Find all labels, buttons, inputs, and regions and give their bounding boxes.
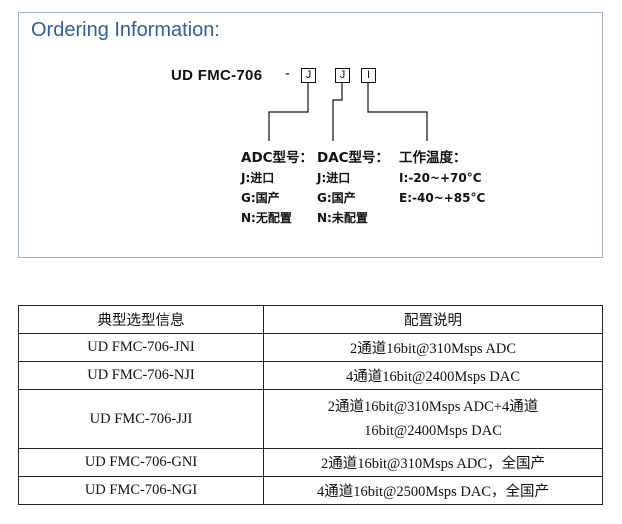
adc-option-group: ADC型号： J:进口 G:国产 N:无配置	[241, 148, 313, 228]
typical-selection-table: 典型选型信息 配置说明 UD FMC-706-JNI 2通道16bit@310M…	[18, 305, 603, 505]
model-cell: UD FMC-706-JNI	[18, 333, 264, 362]
adc-connector-line	[268, 83, 309, 141]
model-cell: UD FMC-706-NGI	[18, 476, 264, 505]
dac-option-group: DAC型号： J:进口 G:国产 N:未配置	[317, 148, 389, 228]
temperature-group-title: 工作温度：	[399, 150, 467, 166]
adc-option-n: N:无配置	[241, 211, 292, 225]
table-row: UD FMC-706-GNI 2通道16bit@310Msps ADC，全国产	[18, 448, 603, 477]
table-row: UD FMC-706-NGI 4通道16bit@2500Msps DAC，全国产	[18, 476, 603, 505]
table-header-row: 典型选型信息 配置说明	[18, 305, 603, 334]
dac-connector-line	[332, 83, 343, 141]
table-row: UD FMC-706-JJI 2通道16bit@310Msps ADC+4通道 …	[18, 389, 603, 449]
description-cell: 4通道16bit@2400Msps DAC	[263, 361, 603, 390]
dac-option-n: N:未配置	[317, 211, 368, 225]
dac-option-g: G:国产	[317, 191, 356, 205]
header-model: 典型选型信息	[18, 305, 264, 334]
temperature-option-e: E:-40~+85°C	[399, 191, 486, 205]
temperature-option-group: 工作温度： I:-20~+70°C E:-40~+85°C	[399, 148, 485, 208]
temperature-connector-line	[367, 83, 428, 141]
temperature-option-i: I:-20~+70°C	[399, 171, 482, 185]
description-cell: 2通道16bit@310Msps ADC+4通道 16bit@2400Msps …	[263, 389, 603, 449]
adc-option-g: G:国产	[241, 191, 280, 205]
temperature-slot-box: I	[361, 68, 376, 83]
table-row: UD FMC-706-JNI 2通道16bit@310Msps ADC	[18, 333, 603, 362]
dac-slot-box: J	[335, 68, 350, 83]
description-line: 16bit@2400Msps DAC	[364, 423, 502, 439]
ordering-information-panel: Ordering Information: UD FMC-706 - J J I…	[18, 12, 603, 258]
dac-option-j: J:进口	[317, 171, 351, 185]
part-number-dash: -	[285, 65, 290, 82]
description-cell: 2通道16bit@310Msps ADC	[263, 333, 603, 362]
adc-slot-box: J	[301, 68, 316, 83]
model-cell: UD FMC-706-NJI	[18, 361, 264, 390]
part-number-prefix: UD FMC-706	[171, 67, 263, 84]
model-cell: UD FMC-706-GNI	[18, 448, 264, 477]
adc-option-j: J:进口	[241, 171, 275, 185]
adc-group-title: ADC型号：	[241, 150, 314, 166]
model-cell: UD FMC-706-JJI	[18, 389, 264, 449]
table-row: UD FMC-706-NJI 4通道16bit@2400Msps DAC	[18, 361, 603, 390]
slot-connector-lines	[268, 83, 428, 141]
dac-group-title: DAC型号：	[317, 150, 390, 166]
description-line: 2通道16bit@310Msps ADC+4通道	[327, 399, 539, 415]
ordering-title: Ordering Information:	[31, 19, 220, 41]
description-cell: 4通道16bit@2500Msps DAC，全国产	[263, 476, 603, 505]
header-description: 配置说明	[263, 305, 603, 334]
description-cell: 2通道16bit@310Msps ADC，全国产	[263, 448, 603, 477]
